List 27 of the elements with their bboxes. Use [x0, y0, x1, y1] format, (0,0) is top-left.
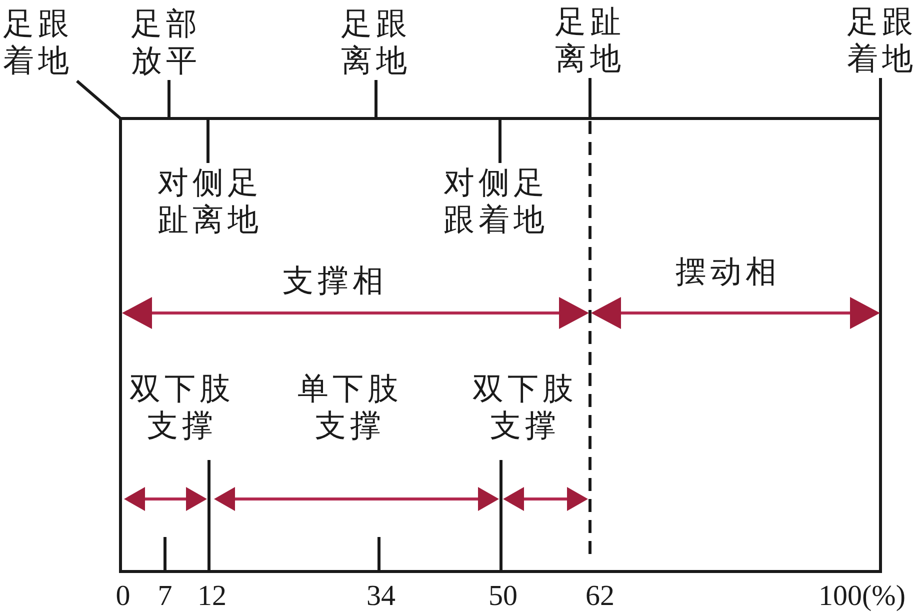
event-label: 对侧足跟着地 [442, 164, 550, 238]
event-label: 足趾离地 [554, 3, 626, 77]
support-label: 双下肢支撑 [128, 370, 236, 444]
leader-line [588, 78, 592, 118]
leader-line [498, 118, 502, 163]
tick-label: 50 [488, 581, 518, 611]
phase-label: 摆动相 [674, 253, 782, 290]
support-label: 单下肢支撑 [296, 370, 404, 444]
event-label: 足跟离地 [340, 5, 412, 79]
phase-label: 支撑相 [282, 262, 388, 299]
support-label: 双下肢支撑 [472, 370, 578, 444]
event-label: 足跟着地 [2, 5, 74, 79]
tick-label: 0 [116, 581, 130, 611]
tick-label: 12 [198, 581, 226, 611]
tick-label: 100(%) [818, 581, 906, 611]
event-label: 对侧足趾离地 [156, 164, 264, 238]
leader-line [879, 78, 882, 118]
tick-label: 34 [366, 581, 396, 611]
leader-line [168, 80, 170, 118]
timeline-frame [119, 117, 882, 573]
event-label: 足部放平 [130, 5, 202, 79]
event-label: 足跟着地 [846, 3, 918, 77]
tick-label: 7 [158, 581, 172, 611]
leader-line [76, 80, 122, 120]
leader-line [206, 118, 210, 163]
tick-label: 62 [586, 581, 614, 611]
leader-line [374, 80, 378, 118]
